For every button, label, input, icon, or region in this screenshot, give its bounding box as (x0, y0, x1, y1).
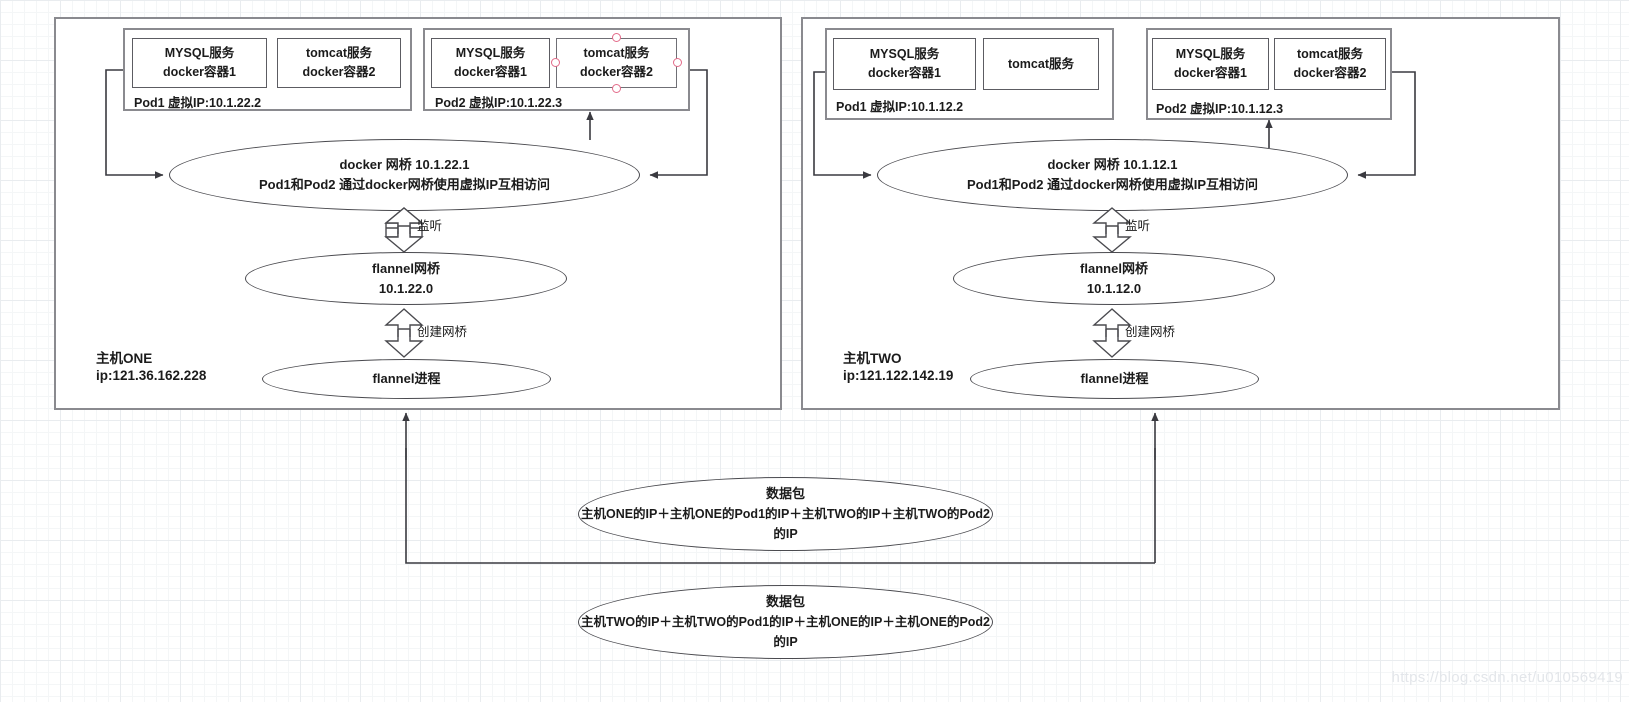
flannel-bridge-line2: 10.1.22.0 (378, 280, 434, 296)
packet-title: 数据包 (765, 594, 805, 609)
host-two-flannel-bridge: flannel网桥 10.1.12.0 (953, 252, 1275, 305)
host-two-listen-label: 监听 (1125, 219, 1151, 233)
flannel-bridge-line1: flannel网桥 (372, 260, 440, 276)
host-two-name: 主机TWO (843, 351, 902, 366)
host-one-label: 主机ONE ip:121.36.162.228 (96, 350, 206, 384)
host-one-flannel-bridge: flannel网桥 10.1.22.0 (245, 252, 567, 305)
selection-handle-top[interactable] (612, 33, 621, 42)
host-two-pod1-container-tomcat: tomcat服务 (983, 38, 1099, 90)
container-subtitle: docker容器1 (1174, 66, 1247, 80)
docker-bridge-line1: docker 网桥 10.1.22.1 (339, 157, 470, 172)
host-one-docker-bridge: docker 网桥 10.1.22.1 Pod1和Pod2 通过docker网桥… (169, 139, 640, 211)
selection-handle-bottom[interactable] (612, 84, 621, 93)
host-two-pod1-container-mysql: MYSQL服务 docker容器1 (833, 38, 976, 90)
container-title: MYSQL服务 (869, 47, 940, 61)
flannel-process-line1: flannel进程 (372, 371, 441, 386)
host-one-pod2-container-tomcat[interactable]: tomcat服务 docker容器2 (556, 38, 677, 88)
packet-detail: 主机TWO的IP＋主机TWO的Pod1的IP＋主机ONE的IP＋主机ONE的Po… (580, 615, 991, 649)
host-one-flannel-process: flannel进程 (262, 359, 551, 399)
docker-bridge-line1: docker 网桥 10.1.12.1 (1047, 157, 1178, 172)
container-title: tomcat服务 (1297, 47, 1363, 61)
host-two-docker-bridge: docker 网桥 10.1.12.1 Pod1和Pod2 通过docker网桥… (877, 139, 1348, 211)
packet-detail: 主机ONE的IP＋主机ONE的Pod1的IP＋主机TWO的IP＋主机TWO的Po… (580, 507, 991, 541)
host-two-create-arrow (1090, 308, 1134, 358)
packet-one-to-two: 数据包 主机ONE的IP＋主机ONE的Pod1的IP＋主机TWO的IP＋主机TW… (578, 477, 993, 551)
container-title: tomcat服务 (583, 46, 650, 60)
host-two-pod2-container-mysql: MYSQL服务 docker容器1 (1152, 38, 1269, 90)
host-one-listen-label: 监听 (417, 219, 443, 233)
container-title: tomcat服务 (306, 46, 372, 60)
container-subtitle: docker容器1 (868, 66, 941, 80)
host-two-create-label: 创建网桥 (1125, 325, 1176, 339)
container-subtitle: docker容器2 (580, 65, 653, 79)
host-two-flannel-process: flannel进程 (970, 359, 1259, 399)
flannel-bridge-line2: 10.1.12.0 (1086, 280, 1142, 296)
selection-handle-left[interactable] (551, 58, 560, 67)
container-subtitle: docker容器2 (1293, 66, 1367, 80)
flannel-process-line1: flannel进程 (1080, 371, 1149, 386)
host-one-pod1-container-mysql: MYSQL服务 docker容器1 (132, 38, 267, 88)
docker-bridge-line2: Pod1和Pod2 通过docker网桥使用虚拟IP互相访问 (258, 177, 551, 192)
host-one-pod1-caption: Pod1 虚拟IP:10.1.22.2 (134, 96, 262, 110)
docker-bridge-line2: Pod1和Pod2 通过docker网桥使用虚拟IP互相访问 (966, 177, 1259, 192)
host-one-create-arrow (382, 308, 426, 358)
host-one-create-label: 创建网桥 (417, 325, 468, 339)
flannel-bridge-line1: flannel网桥 (1080, 260, 1148, 276)
host-two-pod2-container-tomcat: tomcat服务 docker容器2 (1274, 38, 1386, 90)
container-subtitle: docker容器2 (302, 65, 376, 79)
container-subtitle: docker容器1 (163, 65, 236, 79)
packet-two-to-one: 数据包 主机TWO的IP＋主机TWO的Pod1的IP＋主机ONE的IP＋主机ON… (578, 585, 993, 659)
container-title: MYSQL服务 (1175, 47, 1246, 61)
host-two-pod2-caption: Pod2 虚拟IP:10.1.12.3 (1156, 102, 1284, 116)
host-two-ip: ip:121.122.142.19 (843, 368, 954, 383)
host-one-pod1-container-tomcat: tomcat服务 docker容器2 (277, 38, 401, 88)
selection-handle-right[interactable] (673, 58, 682, 67)
host-one-listen-arrow (382, 207, 426, 253)
container-subtitle: docker容器1 (454, 65, 527, 79)
host-one-ip: ip:121.36.162.228 (96, 368, 207, 383)
container-title: MYSQL服务 (455, 46, 526, 60)
host-one-name: 主机ONE (96, 351, 153, 366)
container-title: MYSQL服务 (164, 46, 235, 60)
host-one-pod2-container-mysql: MYSQL服务 docker容器1 (431, 38, 550, 88)
packet-title: 数据包 (765, 486, 805, 501)
host-two-pod1-caption: Pod1 虚拟IP:10.1.12.2 (836, 100, 964, 114)
container-title: tomcat服务 (1008, 56, 1074, 71)
host-one-pod2-caption: Pod2 虚拟IP:10.1.22.3 (435, 96, 563, 110)
host-two-label: 主机TWO ip:121.122.142.19 (843, 350, 953, 384)
watermark: https://blog.csdn.net/u010569419 (1391, 669, 1623, 686)
